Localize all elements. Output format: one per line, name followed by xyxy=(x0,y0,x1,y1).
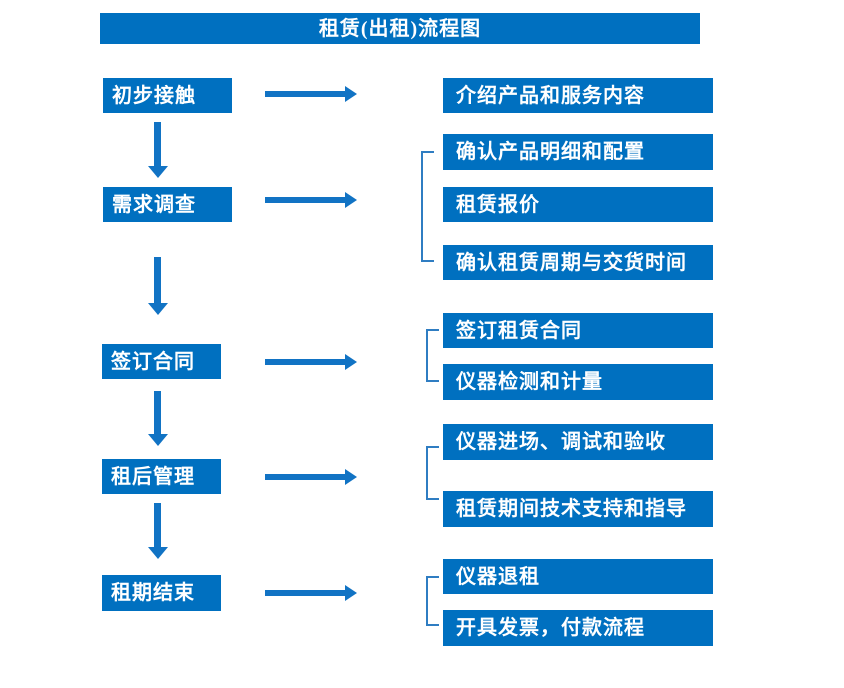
arrow-right-icon xyxy=(265,585,357,601)
detail-label: 仪器检测和计量 xyxy=(456,371,603,393)
detail-box: 介绍产品和服务内容 xyxy=(443,78,713,113)
detail-box: 租赁报价 xyxy=(443,187,713,222)
detail-label: 仪器进场、调试和验收 xyxy=(456,431,666,453)
title-bar: 租赁(出租)流程图 xyxy=(100,13,700,44)
detail-box: 仪器检测和计量 xyxy=(443,364,713,400)
arrow-down-icon xyxy=(148,122,168,178)
arrow-right-icon xyxy=(265,192,357,208)
step-box-post-rental-management: 租后管理 xyxy=(102,459,221,494)
arrow-head xyxy=(345,192,357,208)
detail-box: 租赁期间技术支持和指导 xyxy=(443,491,713,527)
arrow-shaft xyxy=(154,503,161,547)
arrow-shaft xyxy=(265,474,345,480)
step-label: 需求调查 xyxy=(112,193,196,216)
arrow-right-icon xyxy=(265,469,357,485)
group-bracket-icon xyxy=(426,329,439,382)
detail-label: 仪器退租 xyxy=(456,565,540,588)
detail-label: 租赁报价 xyxy=(456,193,540,216)
arrow-shaft xyxy=(265,590,345,596)
detail-box: 确认租赁周期与交货时间 xyxy=(443,245,713,280)
step-box-demand-survey: 需求调查 xyxy=(103,187,232,222)
arrow-head xyxy=(148,166,168,178)
arrow-shaft xyxy=(265,197,345,203)
arrow-shaft xyxy=(154,122,161,166)
detail-label: 介绍产品和服务内容 xyxy=(456,84,645,107)
arrow-head xyxy=(345,585,357,601)
detail-label: 确认租赁周期与交货时间 xyxy=(456,251,687,274)
step-label: 租期结束 xyxy=(111,582,195,604)
arrow-shaft xyxy=(154,391,161,434)
detail-label: 签订租赁合同 xyxy=(456,319,582,342)
arrow-head xyxy=(345,86,357,102)
detail-box: 仪器进场、调试和验收 xyxy=(443,424,713,460)
arrow-right-icon xyxy=(265,354,357,370)
detail-box: 开具发票，付款流程 xyxy=(443,610,713,646)
step-box-initial-contact: 初步接触 xyxy=(103,78,232,113)
arrow-down-icon xyxy=(148,503,168,559)
step-label: 租后管理 xyxy=(111,465,195,488)
detail-box: 签订租赁合同 xyxy=(443,313,713,348)
arrow-head xyxy=(148,434,168,446)
arrow-head xyxy=(148,547,168,559)
arrow-right-icon xyxy=(265,86,357,102)
step-box-sign-contract: 签订合同 xyxy=(102,344,221,379)
detail-label: 开具发票，付款流程 xyxy=(456,617,645,639)
step-label: 初步接触 xyxy=(112,84,196,107)
detail-label: 确认产品明细和配置 xyxy=(456,141,645,163)
detail-label: 租赁期间技术支持和指导 xyxy=(456,498,687,520)
step-box-rental-end: 租期结束 xyxy=(102,575,221,611)
arrow-head xyxy=(148,303,168,315)
detail-box: 仪器退租 xyxy=(443,559,713,594)
group-bracket-icon xyxy=(426,446,439,500)
page-title: 租赁(出租)流程图 xyxy=(318,17,482,40)
step-label: 签订合同 xyxy=(111,350,195,373)
arrow-shaft xyxy=(154,257,161,303)
arrow-shaft xyxy=(265,91,345,97)
arrow-down-icon xyxy=(148,257,168,315)
group-bracket-icon xyxy=(426,576,439,626)
arrow-head xyxy=(345,469,357,485)
arrow-down-icon xyxy=(148,391,168,446)
group-bracket-icon xyxy=(421,151,434,262)
arrow-shaft xyxy=(265,359,345,365)
arrow-head xyxy=(345,354,357,370)
detail-box: 确认产品明细和配置 xyxy=(443,134,713,170)
